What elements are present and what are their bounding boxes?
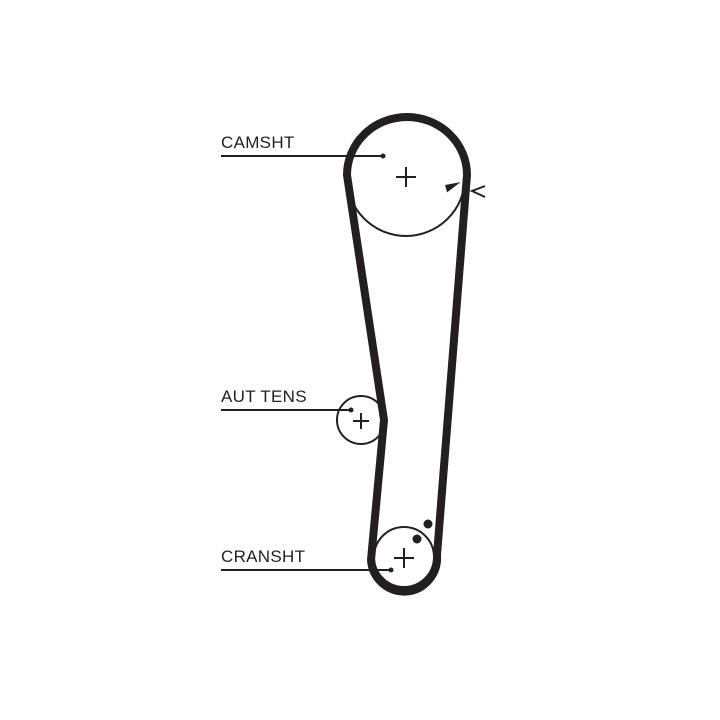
direction-chevron-icon: [469, 185, 486, 198]
tensioner-leader-dot: [348, 407, 354, 413]
leader-lines: [221, 153, 394, 573]
crankshaft-leader-dot: [388, 567, 394, 573]
crankshaft-center-cross-icon: [394, 548, 414, 568]
camshaft-label: CAMSHT: [221, 133, 295, 152]
camshaft-leader-dot: [380, 153, 386, 159]
crankshaft-timing-dot-outer-icon: [423, 519, 433, 529]
center-marks: [353, 167, 416, 568]
crankshaft-label: CRANSHT: [221, 547, 306, 566]
tensioner-center-cross-icon: [353, 413, 369, 429]
crankshaft-timing-dot-inner-icon: [412, 534, 422, 544]
tensioner-label: AUT TENS: [221, 387, 307, 406]
camshaft-timing-mark-icon: [445, 182, 461, 193]
timing-belt: [343, 113, 471, 596]
pulleys: [336, 117, 466, 588]
camshaft-center-cross-icon: [396, 167, 416, 187]
